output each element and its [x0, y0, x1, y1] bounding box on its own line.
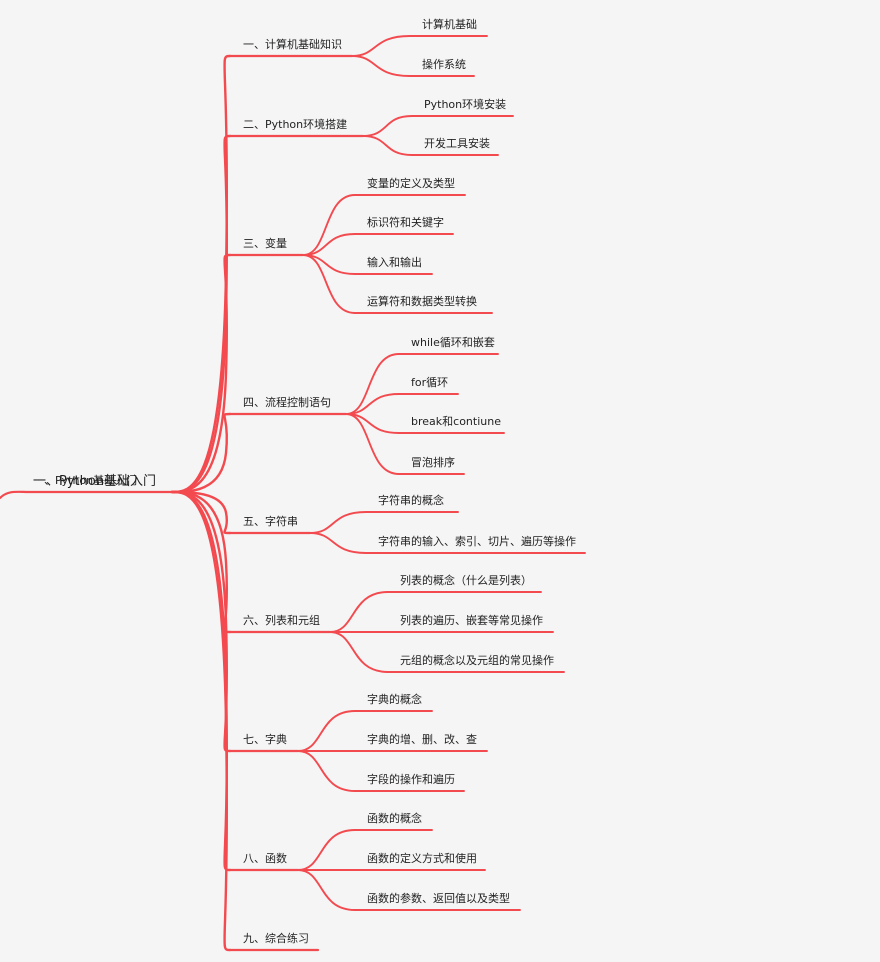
topic-label-2-1[interactable]: Python环境安装 [424, 98, 507, 111]
section-connector-4 [170, 412, 232, 494]
section-label-7[interactable]: 七、字典 [243, 733, 287, 746]
child-connector-8-3 [297, 869, 356, 911]
root-underline [0, 490, 174, 500]
section-label-5[interactable]: 五、字符串 [243, 515, 298, 528]
section-label-2[interactable]: 二、Python环境搭建 [243, 118, 348, 131]
topic-label-6-3[interactable]: 元组的概念以及元组的常见操作 [400, 654, 554, 667]
topic-label-3-2[interactable]: 标识符和关键字 [367, 216, 444, 229]
child-connector-4-1 [345, 353, 400, 415]
child-connector-4-2 [345, 393, 400, 415]
topic-label-8-1[interactable]: 函数的概念 [367, 812, 422, 825]
child-connector-2-2 [362, 135, 413, 156]
child-connector-3-2 [302, 233, 356, 256]
child-connector-2-1 [362, 115, 413, 137]
child-connector-6-1 [329, 591, 389, 633]
topic-label-3-4[interactable]: 运算符和数据类型转换 [367, 295, 477, 308]
topic-label-4-4[interactable]: 冒泡排序 [411, 456, 455, 469]
topic-label-5-1[interactable]: 字符串的概念 [378, 494, 444, 507]
topic-label-7-2[interactable]: 字典的增、删、改、查 [367, 733, 477, 746]
child-connector-1-1 [351, 35, 411, 57]
topic-label-6-1[interactable]: 列表的概念（什么是列表） [400, 574, 532, 587]
child-connector-3-4 [302, 254, 356, 314]
section-connector-3 [170, 253, 232, 494]
section-label-9[interactable]: 九、综合练习 [243, 932, 309, 945]
topic-label-4-1[interactable]: while循环和嵌套 [411, 336, 495, 349]
section-label-1[interactable]: 一、计算机基础知识 [243, 38, 342, 51]
section-connector-7 [170, 490, 232, 753]
topic-label-6-2[interactable]: 列表的遍历、嵌套等常见操作 [400, 614, 543, 627]
section-label-4[interactable]: 四、流程控制语句 [243, 396, 331, 409]
child-connector-5-2 [309, 532, 367, 554]
topic-label-3-3[interactable]: 输入和输出 [367, 256, 422, 269]
topic-label-8-3[interactable]: 函数的参数、返回值以及类型 [367, 892, 510, 905]
topic-label-8-2[interactable]: 函数的定义方式和使用 [367, 852, 477, 865]
child-connector-7-1 [297, 710, 356, 752]
root-node-label[interactable]: 一、Python基础入门 [33, 474, 138, 487]
child-connector-7-3 [297, 750, 356, 792]
root-node-label[interactable]: 一、Python基础入门 [33, 474, 157, 489]
child-connector-4-4 [345, 413, 400, 475]
section-label-8[interactable]: 八、函数 [243, 852, 287, 865]
topic-label-3-1[interactable]: 变量的定义及类型 [367, 177, 455, 190]
child-connector-5-1 [309, 511, 367, 534]
section-connector-9 [170, 490, 232, 952]
child-connector-6-3 [329, 631, 389, 673]
topic-label-4-2[interactable]: for循环 [411, 376, 449, 389]
section-label-3[interactable]: 三、变量 [243, 237, 287, 250]
topic-label-1-1[interactable]: 计算机基础 [422, 18, 477, 31]
section-label-6[interactable]: 六、列表和元组 [243, 614, 320, 627]
topic-label-7-1[interactable]: 字典的概念 [367, 693, 422, 706]
child-connector-8-1 [297, 829, 356, 871]
topic-label-4-3[interactable]: break和contiune [411, 415, 501, 428]
topic-label-5-2[interactable]: 字符串的输入、索引、切片、遍历等操作 [378, 535, 576, 548]
topic-label-2-2[interactable]: 开发工具安装 [424, 137, 490, 150]
child-connector-1-2 [351, 55, 411, 77]
child-connector-3-1 [302, 194, 356, 256]
topic-label-1-2[interactable]: 操作系统 [422, 58, 466, 71]
topic-label-7-3[interactable]: 字段的操作和遍历 [367, 773, 455, 786]
